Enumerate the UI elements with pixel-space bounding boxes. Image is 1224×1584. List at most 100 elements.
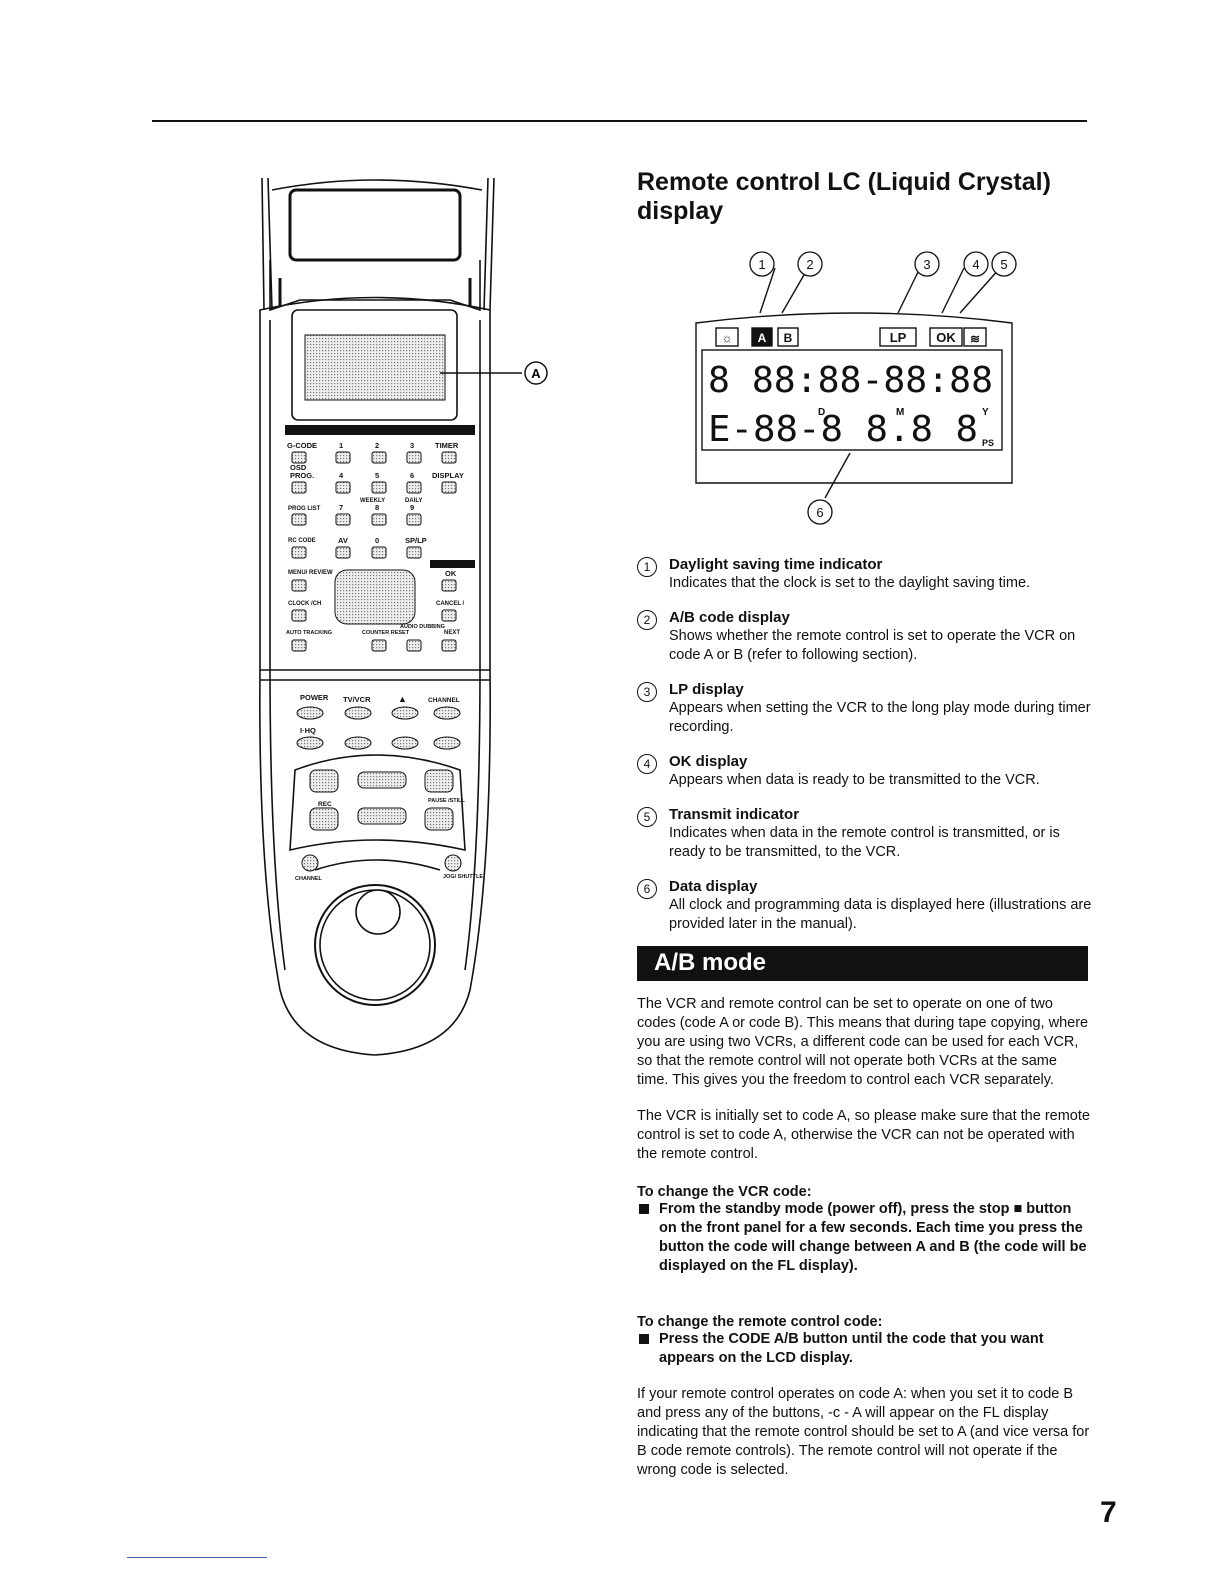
label-weekly: WEEKLY (360, 498, 385, 504)
lcd-b: B (784, 331, 793, 345)
list-item: 6 Data display All clock and programming… (637, 877, 1092, 934)
remote-code-subheading: To change the remote control code: (637, 1314, 883, 1330)
item-title: Transmit indicator (669, 806, 800, 823)
label-prog: PROG. (290, 471, 314, 480)
lcd-ok: OK (936, 330, 956, 345)
label-daily: DAILY (405, 498, 422, 504)
label-gcode: G-CODE (287, 441, 317, 450)
label-0: 0 (375, 536, 379, 545)
item-description: Appears when data is ready to be transmi… (669, 772, 1040, 788)
bullet-square-icon (639, 1334, 649, 1344)
item-title: LP display (669, 681, 744, 698)
remote-control-illustration: A G-CODE 1 2 3 TIMER PROG. OSD 4 5 6 DIS… (259, 177, 548, 1056)
label-ihq: I·HQ (300, 726, 316, 735)
item-number: 6 (637, 879, 657, 899)
label-9: 9 (410, 503, 414, 512)
item-description: Indicates when data in the remote contro… (669, 825, 1060, 860)
label-jog-shuttle: JOG/ SHUTTLE (443, 874, 483, 880)
label-audio-dubbing: AUDIO DUBBING (400, 624, 445, 630)
label-channel-2: CHANNEL (295, 876, 323, 882)
label-tvvcr: TV/VCR (343, 695, 371, 704)
label-2: 2 (375, 441, 379, 450)
vcr-code-instruction: From the standby mode (power off), press… (637, 1200, 1090, 1276)
page-number: 7 (1100, 1496, 1117, 1529)
lcd-callout-1: 1 (758, 257, 765, 272)
label-5: 5 (375, 471, 379, 480)
lcd-display-diagram: 1 2 3 4 5 6 ☼ A B LP OK ≋ 8 88:88-88:88 … (695, 251, 1017, 525)
label-eject: ▲ (398, 694, 407, 704)
item-title: OK display (669, 753, 748, 770)
lcd-ps: PS (982, 438, 994, 448)
lcd-m: M (896, 407, 904, 418)
label-next: NEXT (444, 630, 460, 636)
label-menu: MENU/ REVIEW (288, 570, 333, 576)
item-description: Indicates that the clock is set to the d… (669, 575, 1031, 591)
label-osd: OSD (290, 463, 307, 472)
lcd-row-1: 8 88:88-88:88 (708, 360, 993, 401)
vcr-code-subheading: To change the VCR code: (637, 1184, 812, 1200)
list-item: 2 A/B code display Shows whether the rem… (637, 608, 1092, 665)
callout-a: A (531, 366, 541, 381)
indicator-list: 1 Daylight saving time indicator Indicat… (637, 555, 1092, 949)
footer-link-line (127, 1557, 267, 1558)
lcd-callout-2: 2 (806, 257, 813, 272)
item-description: Shows whether the remote control is set … (669, 628, 1076, 663)
label-7: 7 (339, 503, 343, 512)
list-item: 1 Daylight saving time indicator Indicat… (637, 555, 1092, 593)
label-1: 1 (339, 441, 343, 450)
lcd-callout-4: 4 (972, 257, 979, 272)
label-display: DISPLAY (432, 471, 464, 480)
dst-sun-icon: ☼ (722, 331, 733, 345)
vcr-code-instruction-text: From the standby mode (power off), press… (659, 1201, 1087, 1274)
lcd-callout-5: 5 (1000, 257, 1007, 272)
label-4: 4 (339, 471, 344, 480)
item-title: A/B code display (669, 609, 790, 626)
label-av: AV (338, 536, 348, 545)
label-8: 8 (375, 503, 379, 512)
item-number: 1 (637, 557, 657, 577)
item-number: 4 (637, 754, 657, 774)
lcd-callout-6: 6 (816, 505, 823, 520)
label-3: 3 (410, 441, 414, 450)
ab-paragraph-1: The VCR and remote control can be set to… (637, 996, 1089, 1088)
label-auto-tracking: AUTO TRACKING (286, 630, 332, 636)
label-pause: PAUSE /STILL (428, 798, 466, 804)
item-description: Appears when setting the VCR to the long… (669, 700, 1091, 735)
remote-code-instruction-text: Press the CODE A/B button until the code… (659, 1331, 1044, 1366)
lcd-lp: LP (890, 330, 907, 345)
label-proglist: PROG LIST (288, 506, 321, 512)
lcd-callout-3: 3 (923, 257, 930, 272)
lcd-y: Y (982, 407, 989, 418)
label-ok: OK (445, 569, 457, 578)
lcd-a: A (758, 331, 767, 345)
bullet-square-icon (639, 1204, 649, 1214)
ab-paragraph-2: The VCR is initially set to code A, so p… (637, 1108, 1090, 1162)
lcd-d: D (818, 407, 825, 418)
top-rule (152, 120, 1087, 122)
transmit-icon: ≋ (970, 332, 980, 346)
label-rccode: RC CODE (288, 538, 316, 544)
label-power: POWER (300, 693, 329, 702)
list-item: 3 LP display Appears when setting the VC… (637, 680, 1092, 737)
label-channel: CHANNEL (428, 697, 460, 704)
lcd-row-2: E-88-8 8.8 8 (708, 409, 978, 450)
ab-mode-heading: A/B mode (654, 949, 767, 976)
list-item: 5 Transmit indicator Indicates when data… (637, 805, 1092, 862)
item-title: Daylight saving time indicator (669, 556, 883, 573)
list-item: 4 OK display Appears when data is ready … (637, 752, 1092, 790)
label-rec: REC (318, 801, 332, 808)
item-number: 5 (637, 807, 657, 827)
label-splp: SP/LP (405, 536, 427, 545)
remote-code-instruction: Press the CODE A/B button until the code… (637, 1330, 1090, 1368)
label-6: 6 (410, 471, 414, 480)
label-cancel: CANCEL / (436, 601, 465, 607)
section-title: Remote control LC (Liquid Crystal) displ… (637, 168, 1051, 225)
item-title: Data display (669, 878, 758, 895)
item-number: 3 (637, 682, 657, 702)
ab-mode-banner: A/B mode (637, 946, 1088, 981)
label-counter-reset: COUNTER RESET (362, 630, 410, 636)
label-timer: TIMER (435, 441, 459, 450)
item-number: 2 (637, 610, 657, 630)
ab-paragraph-3: If your remote control operates on code … (637, 1386, 1090, 1478)
item-description: All clock and programming data is displa… (669, 897, 1092, 932)
